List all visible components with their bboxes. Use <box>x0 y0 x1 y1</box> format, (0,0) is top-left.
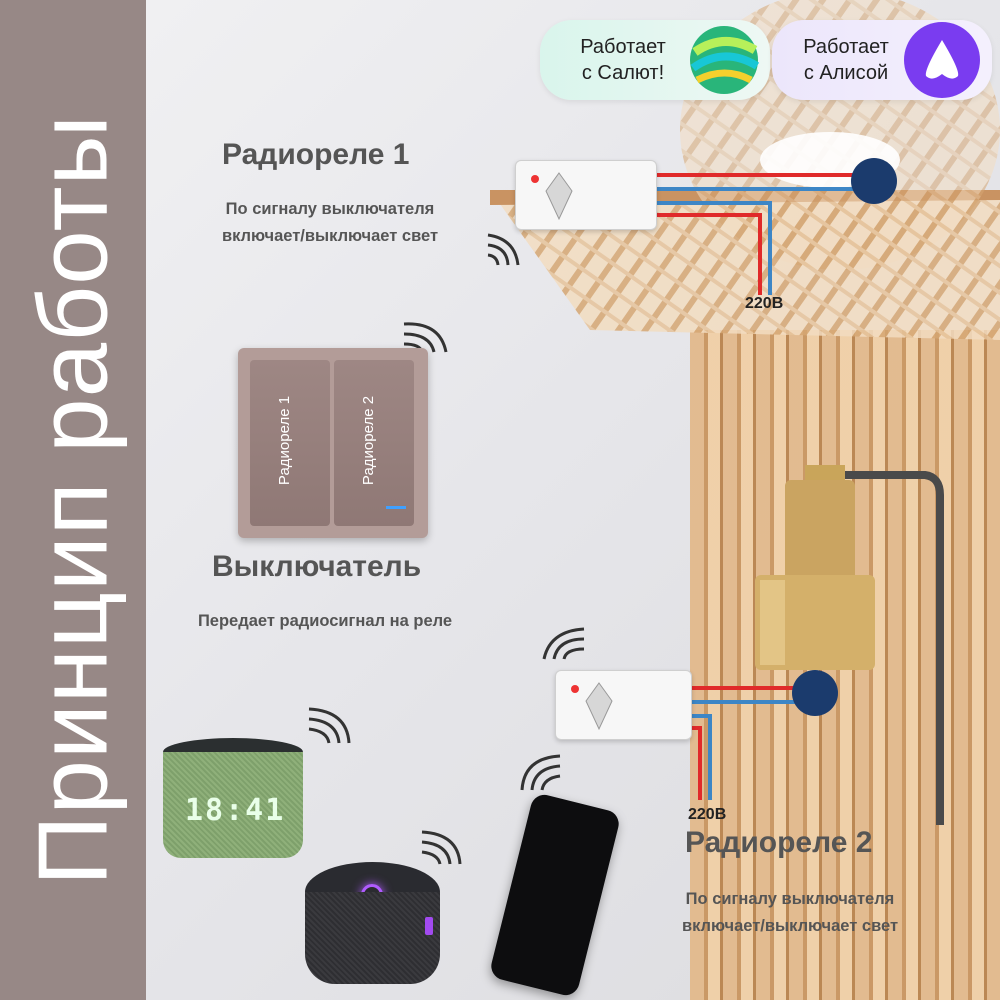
relay2-wiring <box>680 686 800 800</box>
switch-indicator <box>386 506 406 509</box>
relay1-desc-line2: включает/выключает свет <box>221 227 439 245</box>
relay2-voltage: 220В <box>688 806 727 823</box>
relay1-wiring <box>650 173 855 295</box>
switch-title: Выключатель <box>212 550 422 583</box>
speaker-clock-display: 18:41 <box>185 793 286 828</box>
relay1-lamp-bulb-icon <box>851 158 897 204</box>
switch-key-1-label: Радиореле 1 <box>276 395 294 486</box>
switch-description: Передает радиосигнал на реле <box>197 612 453 630</box>
salute-badge: Работает с Салют! <box>540 20 770 100</box>
salute-logo-icon <box>690 26 760 94</box>
relay2-desc-line1: По сигналу выключателя <box>685 890 895 908</box>
relay2-title: Радиореле 2 <box>685 826 873 859</box>
round-smart-speaker <box>305 862 440 987</box>
page-title: Принцип работы <box>17 114 128 886</box>
switch-key-1[interactable]: Радиореле 1 <box>250 360 330 526</box>
phone-wifi-signal-icon <box>520 754 561 791</box>
left-sidebar <box>0 0 146 1000</box>
relay2-wifi-signal-icon <box>542 627 585 660</box>
relay1-device <box>515 160 657 230</box>
relay1-description: По сигналу выключателя включает/выключае… <box>180 196 480 250</box>
clock-speaker-wifi-signal-icon <box>308 707 351 744</box>
relay2-lamp-bulb-icon <box>792 670 838 716</box>
alice-logo-icon <box>904 22 980 98</box>
relay1-led <box>531 175 539 183</box>
switch-key-2-label: Радиореле 2 <box>360 395 378 486</box>
relay2-diamond-icon <box>585 682 613 731</box>
relay1-title: Радиореле 1 <box>222 138 410 171</box>
wall-switch[interactable]: Радиореле 1 Радиореле 2 <box>238 348 428 538</box>
alice-badge-line2: с Алисой <box>803 62 889 84</box>
alice-badge-line1: Работает <box>803 36 889 58</box>
salute-badge-line1: Работает <box>580 36 666 58</box>
relay2-device <box>555 670 692 740</box>
round-speaker-wifi-signal-icon <box>421 830 462 865</box>
relay2-description: По сигналу выключателя включает/выключае… <box>640 886 940 940</box>
relay2-desc-line2: включает/выключает свет <box>681 917 899 935</box>
switch-key-2[interactable]: Радиореле 2 <box>334 360 414 526</box>
clock-smart-speaker: 18:41 <box>163 738 303 863</box>
relay1-desc-line1: По сигналу выключателя <box>225 200 435 218</box>
relay1-voltage: 220В <box>745 295 784 312</box>
relay1-diamond-icon <box>545 172 573 221</box>
salute-badge-line2: с Салют! <box>581 62 665 84</box>
relay2-led <box>571 685 579 693</box>
alice-badge: Работает с Алисой <box>772 20 992 100</box>
gold-wall-lamp <box>755 465 944 825</box>
relay1-wifi-signal-icon <box>487 233 520 266</box>
